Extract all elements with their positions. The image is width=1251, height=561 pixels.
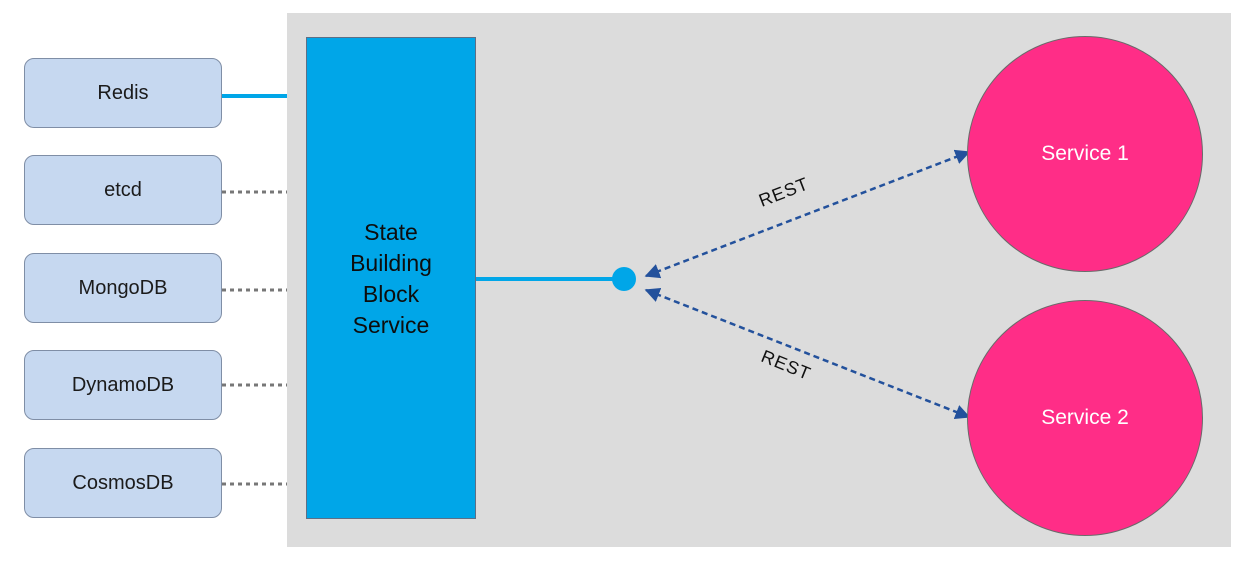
- state-store-etcd: etcd: [24, 155, 222, 225]
- building-block-label-line: State: [364, 219, 418, 245]
- building-block-label-line: Building: [350, 250, 432, 276]
- service-2-node: Service 2: [967, 300, 1203, 536]
- building-block-label-line: Service: [352, 312, 430, 338]
- state-store-mongodb: MongoDB: [24, 253, 222, 323]
- building-block-label: State Building Block Service: [306, 217, 476, 341]
- state-store-label: DynamoDB: [71, 373, 175, 396]
- state-store-redis: Redis: [24, 58, 222, 128]
- service-label: Service 2: [1041, 406, 1129, 429]
- state-store-cosmosdb: CosmosDB: [24, 448, 222, 518]
- state-store-label: CosmosDB: [72, 471, 174, 494]
- service-1-node: Service 1: [967, 36, 1203, 272]
- state-store-label: Redis: [97, 81, 149, 104]
- state-store-dynamodb: DynamoDB: [24, 350, 222, 420]
- state-building-block: [306, 37, 476, 519]
- state-store-label: MongoDB: [78, 276, 168, 299]
- rest-arrow-service1: [644, 149, 971, 279]
- service-label: Service 1: [1041, 142, 1129, 165]
- rest-arrow-service2: [644, 287, 971, 420]
- building-block-label-line: Block: [362, 281, 420, 307]
- state-store-label: etcd: [104, 178, 142, 201]
- service-endpoint-dot: [612, 267, 636, 291]
